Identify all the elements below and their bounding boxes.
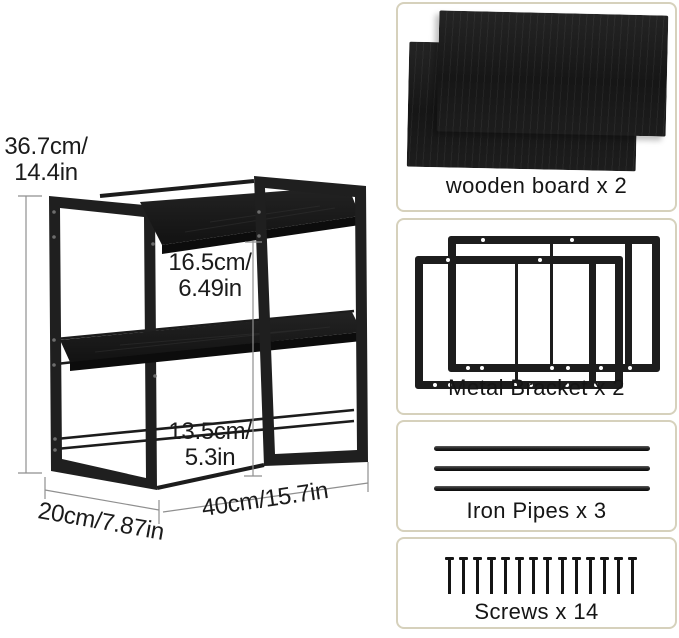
screw-icon <box>529 557 539 594</box>
screw-icon <box>571 557 581 594</box>
screw-icon <box>613 557 623 594</box>
screw-icon <box>543 557 553 594</box>
card-iron-pipes: Iron Pipes x 3 <box>396 420 677 532</box>
bracket-hole <box>593 383 598 387</box>
bottom-rails <box>55 408 355 451</box>
dimension-shelf-gap-in: 6.49in <box>178 275 242 302</box>
bracket-hole <box>565 366 570 370</box>
iron-pipes-graphic <box>434 446 650 506</box>
bracket-hole <box>481 238 486 242</box>
dimension-lines <box>18 195 369 524</box>
card-wooden-board: wooden board x 2 <box>396 2 677 212</box>
screw-icon <box>627 557 637 594</box>
top-rail <box>99 179 255 198</box>
screw-icon <box>599 557 609 594</box>
dimension-label-shelf-gap: 16.5cm/ 6.49in <box>160 250 260 302</box>
dimension-shelf-gap-cm: 16.5cm/ <box>168 249 252 276</box>
dimension-bottom-gap-cm: 13.5cm/ <box>168 418 252 445</box>
screw-icon <box>459 557 469 594</box>
iron-pipes-label: Iron Pipes x 3 <box>466 498 607 523</box>
dimension-height-in: 14.4in <box>14 159 78 186</box>
bracket-hole <box>513 383 518 387</box>
bracket-hole <box>569 238 574 242</box>
top-shelf <box>140 186 360 254</box>
dimension-label-height: 36.7cm/ 14.4in <box>0 134 92 186</box>
screws-graphic <box>445 557 637 594</box>
bracket-hole <box>550 366 555 370</box>
bracket-hole <box>432 383 437 387</box>
screws-label: Screws x 14 <box>474 599 599 624</box>
base-rail <box>156 463 265 490</box>
wooden-board-graphic <box>436 10 669 137</box>
screw-icon <box>487 557 497 594</box>
iron-pipe-graphic <box>434 466 650 471</box>
bracket-divider <box>515 264 519 381</box>
right-frame <box>254 176 368 466</box>
card-screws: Screws x 14 <box>396 537 677 629</box>
bracket-hole <box>446 258 451 262</box>
screw-icon <box>515 557 525 594</box>
screw-dots <box>52 210 261 452</box>
dimension-label-bottom-gap: 13.5cm/ 5.3in <box>160 419 260 471</box>
middle-shelf <box>60 312 362 371</box>
bracket-hole <box>447 383 452 387</box>
card-metal-bracket: Metal Bracket x 2 <box>396 218 677 415</box>
bracket-hole <box>528 383 533 387</box>
metal-bracket-graphic <box>415 256 623 389</box>
screw-icon <box>557 557 567 594</box>
iron-pipe-graphic <box>434 486 650 491</box>
screw-icon <box>585 557 595 594</box>
bracket-hole <box>565 383 570 387</box>
wooden-board-label: wooden board x 2 <box>445 173 628 198</box>
iron-pipe-graphic <box>434 446 650 451</box>
bracket-hole <box>479 366 484 370</box>
bracket-hole <box>465 366 470 370</box>
dimension-height-cm: 36.7cm/ <box>4 133 88 160</box>
bracket-bar <box>625 244 633 364</box>
dimension-bottom-gap-in: 5.3in <box>184 444 236 471</box>
bracket-hole <box>628 366 633 370</box>
bracket-bar <box>588 264 596 381</box>
bracket-hole <box>599 366 604 370</box>
screw-icon <box>473 557 483 594</box>
bracket-hole <box>538 258 543 262</box>
bracket-divider <box>550 244 554 364</box>
metal-bracket-label: Metal Bracket x 2 <box>448 375 625 400</box>
screw-icon <box>501 557 511 594</box>
left-frame <box>49 196 157 490</box>
metal-bracket-graphic <box>448 236 660 372</box>
screw-icon <box>445 557 454 594</box>
